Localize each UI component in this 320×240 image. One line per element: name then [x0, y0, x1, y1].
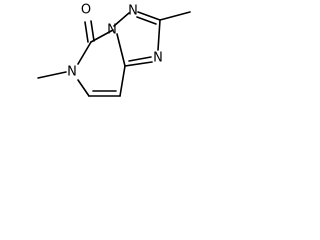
- bond-ch-n-ring: [77, 79, 90, 97]
- bond-top-n-c2-2: [136, 16, 157, 25]
- bond-n-ring-methyl: [37, 71, 67, 79]
- bond-n-ring-carbonyl: [77, 41, 92, 65]
- bond-c2-right-n: [157, 19, 161, 51]
- bond-c2-methyl: [159, 11, 191, 21]
- bond-bridge-n-top-n: [113, 12, 130, 27]
- bonds: [37, 11, 191, 97]
- bond-top-n-c2-1: [137, 11, 161, 21]
- bond-right-n-fusion-c-1: [124, 61, 153, 67]
- atom-n-triazole-top-left: N: [107, 23, 117, 38]
- bond-carbonyl-bridge-n: [90, 29, 114, 43]
- bond-fusion-c-bridge-n: [116, 33, 126, 67]
- atom-n-triazole-top-right: N: [128, 4, 138, 19]
- atom-oxygen: O: [81, 3, 91, 18]
- atom-n-pyrimidinone: N: [67, 65, 77, 80]
- bond-carbonyl-1: [84, 21, 89, 43]
- bond-right-n-fusion-c-2: [128, 56, 152, 62]
- bond-fusion-c-ch: [119, 65, 126, 97]
- atom-labels: O N N N N: [67, 3, 163, 80]
- atom-n-triazole-right: N: [153, 51, 163, 66]
- bond-carbonyl-2: [90, 20, 95, 42]
- chemical-structure-diagram: O N N N N: [37, 3, 191, 97]
